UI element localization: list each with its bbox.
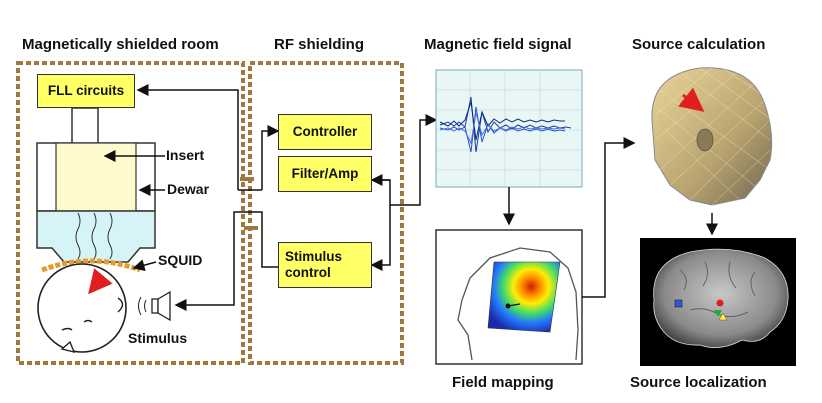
label-stimulus: Stimulus [128, 330, 188, 346]
controller-block: Controller [278, 114, 372, 150]
squid-arc [41, 258, 141, 273]
marker-triangle-up [718, 312, 728, 321]
label-dewar: Dewar [167, 181, 210, 197]
field-map [487, 261, 561, 333]
label-insert: Insert [166, 147, 205, 163]
title-source-calc: Source calculation [632, 36, 766, 53]
stimulus-control-block: Stimulus control [278, 242, 372, 288]
title-shielded-room: Magnetically shielded room [22, 36, 219, 53]
fll-circuits-block: FLL circuits [37, 74, 135, 108]
brain-shape [653, 248, 789, 348]
label-squid: SQUID [158, 252, 203, 268]
shielded-room-border [16, 61, 245, 365]
title-rf-shielding: RF shielding [274, 36, 364, 53]
title-magnetic-signal: Magnetic field signal [424, 36, 572, 53]
marker-circle [716, 299, 724, 307]
meg-waveforms [439, 96, 572, 153]
rf-shielding-border [248, 61, 404, 365]
insert [55, 142, 137, 212]
dipole-arrow [88, 268, 113, 295]
source-arrow [678, 87, 705, 112]
title-source-localization: Source localization [630, 374, 767, 391]
title-field-mapping: Field mapping [452, 374, 554, 391]
subject-head [37, 263, 127, 353]
marker-triangle-down [714, 310, 722, 317]
speaker-icon [138, 290, 171, 322]
filter-amp-block: Filter/Amp [278, 156, 372, 192]
marker-square [674, 299, 683, 308]
dewar-tail [36, 210, 156, 263]
